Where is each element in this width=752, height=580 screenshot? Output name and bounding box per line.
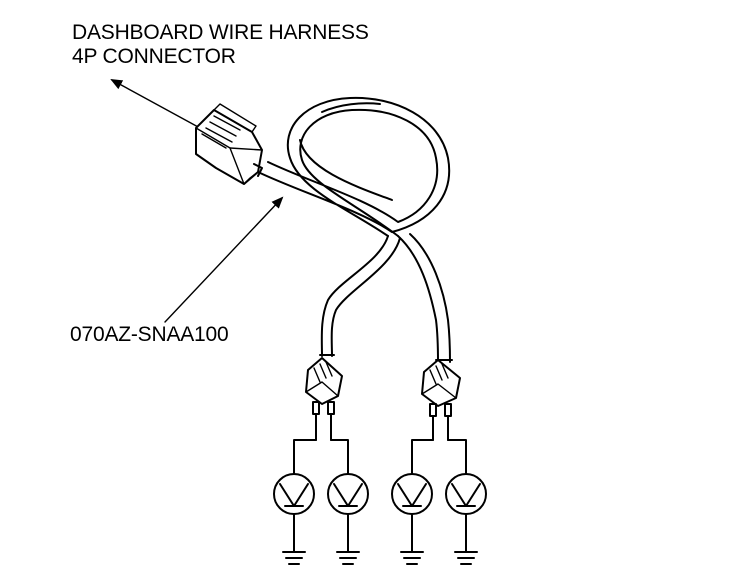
test-lamp-icon (273, 473, 315, 515)
test-lamp-icon (445, 473, 487, 515)
two-pin-connector-icon (421, 359, 461, 441)
connector-label-line2: 4P CONNECTOR (72, 45, 236, 68)
two-pin-connector-icon (305, 357, 343, 441)
test-lamp-icon (391, 473, 433, 515)
connector-leader-arrow (110, 79, 201, 129)
ground-symbol-icon (400, 513, 424, 565)
bulb-wires (293, 439, 467, 475)
ground-symbol-icon (282, 513, 306, 565)
ground-symbol-icon (336, 513, 360, 565)
test-lamp-icon (327, 473, 369, 515)
part-number-label: 070AZ-SNAA100 (70, 323, 229, 346)
ground-symbol-icon (454, 513, 478, 565)
looped-harness-icon (257, 96, 453, 363)
part-number-leader-arrow (164, 196, 284, 323)
connector-label-line1: DASHBOARD WIRE HARNESS (72, 21, 369, 44)
4p-connector-icon (195, 103, 263, 185)
